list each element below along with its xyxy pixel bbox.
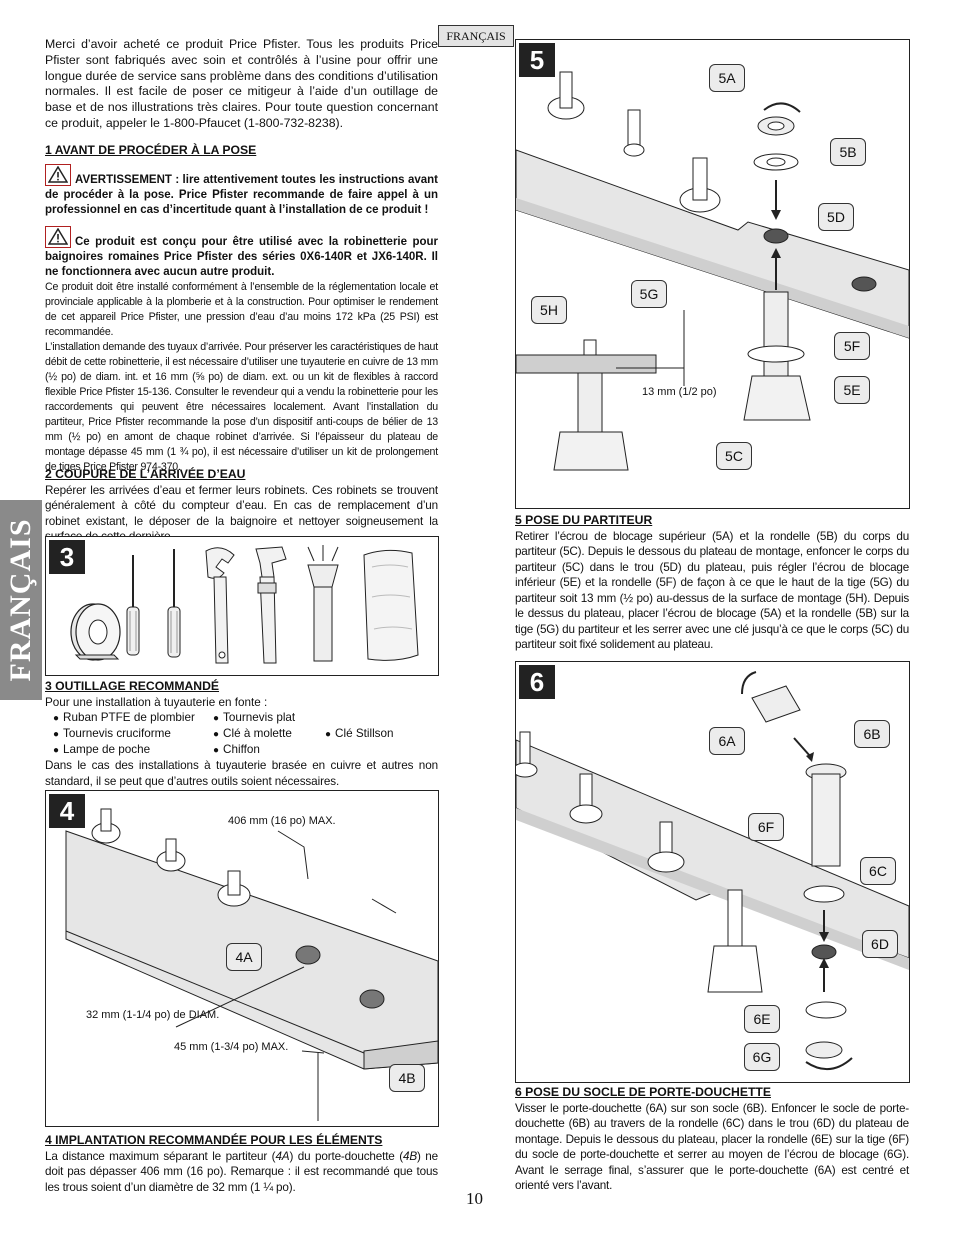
tool-item: Clé à molette bbox=[213, 727, 292, 740]
tool-item: Tournevis plat bbox=[213, 711, 295, 724]
figure-4-number: 4 bbox=[49, 794, 85, 828]
phillips-screwdriver-icon bbox=[126, 555, 140, 656]
figure-4-layout: 4 406 mm (16 po) MAX. 32 mm (1-1/4 po) d… bbox=[45, 790, 439, 1127]
tool-item: Tournevis cruciforme bbox=[53, 727, 171, 740]
dim-stem-height: 13 mm (1/2 po) bbox=[642, 386, 717, 398]
callout-4a: 4A bbox=[226, 943, 262, 971]
section-1-para-2: L’installation demande des tuyaux d’arri… bbox=[45, 340, 438, 473]
figure-3-tools: 3 bbox=[45, 536, 439, 676]
intro-paragraph: Merci d’avoir acheté ce produit Price Pf… bbox=[45, 37, 438, 130]
figure-3-number: 3 bbox=[49, 540, 85, 574]
tool-item: Lampe de poche bbox=[53, 743, 150, 756]
callout-5g: 5G bbox=[631, 280, 667, 308]
section-2: 2 COUPURE DE L’ARRIVÉE D’EAU Repérer les… bbox=[45, 467, 438, 543]
section-1-para-1: Ce produit doit être installé conforméme… bbox=[45, 280, 438, 338]
figure-6-number: 6 bbox=[519, 665, 555, 699]
pipe-wrench-icon bbox=[255, 546, 287, 664]
tools-illustration bbox=[70, 545, 419, 664]
tools-list: Ruban PTFE de plombier Tournevis plat To… bbox=[45, 710, 438, 758]
callout-5b: 5B bbox=[830, 138, 866, 166]
callout-4b: 4B bbox=[389, 1064, 425, 1092]
section-4-title: 4 IMPLANTATION RECOMMANDÉE POUR LES ÉLÉM… bbox=[45, 1133, 383, 1147]
section-5-title: 5 POSE DU PARTITEUR bbox=[515, 513, 653, 527]
callout-5a: 5A bbox=[709, 64, 745, 92]
language-tag: FRANÇAIS bbox=[438, 25, 514, 47]
side-language-tab: FRANÇAIS bbox=[0, 500, 42, 700]
figure-5-drawing bbox=[516, 71, 909, 471]
tool-item: Ruban PTFE de plombier bbox=[53, 711, 195, 724]
section-6-text: Visser le porte-douchette (6A) sur son s… bbox=[515, 1101, 909, 1193]
section-6: 6 POSE DU SOCLE DE PORTE-DOUCHETTE Visse… bbox=[515, 1085, 909, 1194]
dim-max-thickness: 45 mm (1-3/4 po) MAX. bbox=[174, 1041, 289, 1053]
callout-5c: 5C bbox=[716, 442, 752, 470]
section-5-text: Retirer l’écrou de blocage supérieur (5A… bbox=[515, 529, 909, 652]
section-1: 1 AVANT DE PROCÉDER À LA POSE AVERTISSEM… bbox=[45, 143, 438, 475]
ptfe-tape-icon bbox=[70, 603, 121, 661]
section-3-title: 3 OUTILLAGE RECOMMANDÉ bbox=[45, 679, 220, 693]
flat-screwdriver-icon bbox=[167, 549, 181, 658]
section-5: 5 POSE DU PARTITEUR Retirer l’écrou de b… bbox=[515, 513, 909, 653]
warning-icon bbox=[45, 163, 71, 186]
section-3: 3 OUTILLAGE RECOMMANDÉ Pour une installa… bbox=[45, 679, 438, 789]
section-4-text: La distance maximum séparant le partiteu… bbox=[45, 1149, 438, 1194]
page-number: 10 bbox=[466, 1189, 483, 1208]
section-3-intro: Pour une installation à tuyauterie en fo… bbox=[45, 695, 268, 709]
dim-hole-diameter: 32 mm (1-1/4 po) de DIAM. bbox=[86, 1009, 220, 1021]
section-3-note: Dans le cas des installations à tuyauter… bbox=[45, 759, 438, 788]
figure-5-number: 5 bbox=[519, 43, 555, 77]
callout-5e: 5E bbox=[834, 376, 870, 404]
warning-icon bbox=[45, 225, 71, 248]
callout-6g: 6G bbox=[744, 1043, 780, 1071]
tool-item: Clé Stillson bbox=[325, 727, 394, 740]
rag-icon bbox=[363, 549, 419, 661]
callout-6c: 6C bbox=[860, 857, 896, 885]
section-6-title: 6 POSE DU SOCLE DE PORTE-DOUCHETTE bbox=[515, 1085, 771, 1099]
warning-1-text: AVERTISSEMENT : lire attentivement toute… bbox=[45, 173, 438, 216]
callout-5h: 5H bbox=[531, 296, 567, 324]
section-2-title: 2 COUPURE DE L’ARRIVÉE D’EAU bbox=[45, 467, 246, 481]
callout-6e: 6E bbox=[744, 1005, 780, 1033]
callout-6d: 6D bbox=[862, 930, 898, 958]
callout-6b: 6B bbox=[854, 720, 890, 748]
flashlight-icon bbox=[307, 545, 339, 662]
callout-6f: 6F bbox=[748, 813, 784, 841]
warning-2-text: Ce produit est conçu pour être utilisé a… bbox=[45, 235, 438, 278]
callout-5f: 5F bbox=[834, 332, 870, 360]
dim-max-distance: 406 mm (16 po) MAX. bbox=[228, 815, 336, 827]
tool-item: Chiffon bbox=[213, 743, 260, 756]
figure-6-hand-shower: 6 6A 6B 6F 6C 6D 6E 6G bbox=[515, 661, 910, 1083]
section-4: 4 IMPLANTATION RECOMMANDÉE POUR LES ÉLÉM… bbox=[45, 1133, 438, 1195]
callout-5d: 5D bbox=[818, 203, 854, 231]
callout-6a: 6A bbox=[709, 727, 745, 755]
section-1-title: 1 AVANT DE PROCÉDER À LA POSE bbox=[45, 143, 257, 157]
figure-6-drawing bbox=[516, 671, 909, 1070]
figure-5-diverter: 5 13 mm (1/2 po) 5A 5B 5D 5G 5H 5F 5E 5C bbox=[515, 39, 910, 509]
adjustable-wrench-icon bbox=[205, 547, 235, 664]
